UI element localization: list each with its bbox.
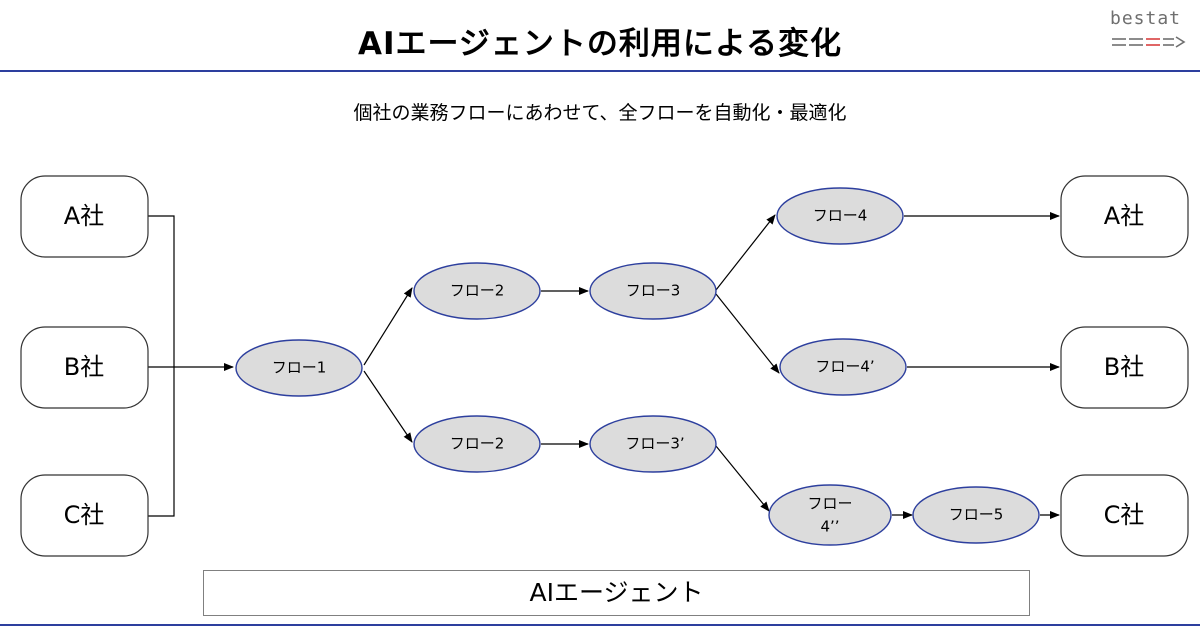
logo-text: bestat: [1110, 8, 1182, 29]
page-title: AIエージェントの利用による変化: [358, 26, 842, 62]
flow5-node: [912, 486, 1040, 544]
flow3-label: フロー3: [626, 282, 681, 300]
logo-arrow-icon: [1112, 36, 1186, 48]
subtitle: 個社の業務フローにあわせて、全フローを自動化・最適化: [353, 102, 847, 124]
arrow-flow3-flow4: [715, 214, 776, 291]
connector-left-a: [148, 215, 175, 517]
flow1-label: フロー1: [272, 359, 327, 377]
company-right-a-label: A社: [1104, 202, 1144, 230]
ai-agent-label: AIエージェント: [529, 578, 704, 607]
bestat-logo: bestat: [1110, 8, 1190, 52]
company-right-b: B社: [1060, 326, 1189, 409]
arrow-flow3-flow4-prime: [715, 293, 780, 374]
company-left-c: C社: [20, 474, 149, 557]
flow4-prime-node: [779, 338, 907, 396]
company-right-a: A社: [1060, 175, 1189, 258]
ai-agent-bar: AIエージェント: [203, 570, 1030, 616]
company-left-a: A社: [20, 175, 149, 258]
flow4-double-node: [768, 484, 892, 546]
company-left-c-label: C社: [64, 501, 105, 529]
arrow-flow1-flow2-top: [363, 287, 413, 366]
flow2-bottom-node: [413, 415, 541, 473]
flow4-node: [776, 187, 904, 245]
company-left-a-label: A社: [64, 202, 104, 230]
company-left-b: B社: [20, 326, 149, 409]
flow2-bottom-label: フロー2: [450, 435, 505, 453]
arrow-flow1-flow2-bottom: [363, 370, 413, 443]
arrow-flow3-prime-flow4-double: [715, 445, 770, 512]
flow2-top-node: [413, 262, 541, 320]
flow5-label: フロー5: [949, 506, 1004, 524]
company-right-c: C社: [1060, 474, 1189, 557]
flow4-double-label-line1: フロー: [807, 495, 852, 513]
flow3-prime-node: [589, 415, 717, 473]
header-rule: [0, 70, 1200, 72]
company-right-c-label: C社: [1104, 501, 1145, 529]
flow3-prime-label: フロー3’: [625, 435, 684, 453]
flow1-node: [235, 339, 363, 397]
flow4-label: フロー4: [813, 207, 868, 225]
flow2-top-label: フロー2: [450, 282, 505, 300]
flow4-prime-label: フロー4’: [815, 358, 874, 376]
footer-rule: [0, 624, 1200, 626]
flow3-node: [589, 262, 717, 320]
company-right-b-label: B社: [1104, 353, 1144, 381]
flow4-double-label-line2: 4’’: [820, 518, 839, 536]
company-left-b-label: B社: [64, 353, 104, 381]
